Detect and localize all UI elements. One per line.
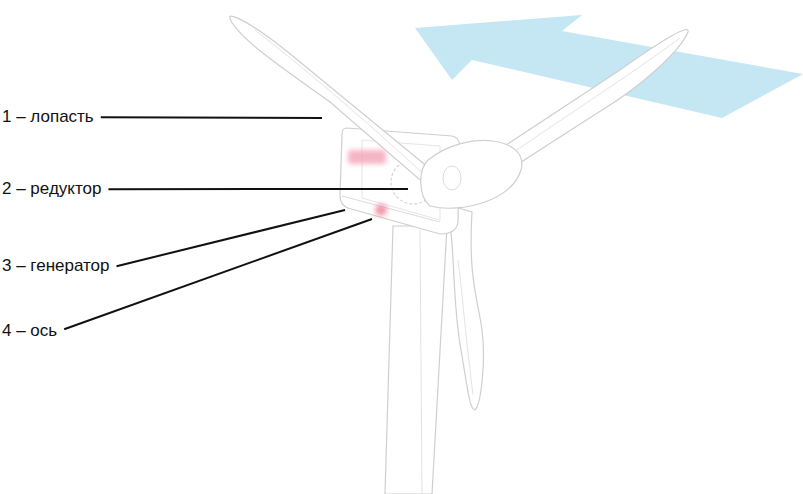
- leader-line: [64, 219, 372, 329]
- part-label: 3 – генератор: [2, 256, 110, 276]
- axle-mark: [375, 204, 387, 216]
- leader-line: [101, 116, 322, 119]
- spinner: [421, 140, 522, 208]
- blade-edge: [255, 30, 430, 180]
- blade-edge: [458, 260, 473, 395]
- hub: [443, 166, 461, 190]
- part-label: 2 – редуктор: [2, 179, 101, 199]
- part-label: 4 – ось: [2, 321, 57, 341]
- tower-seam: [420, 230, 422, 494]
- part-label: 1 – лопасть: [2, 107, 94, 127]
- leader-line: [117, 210, 345, 266]
- tower: [385, 226, 447, 494]
- blade: [448, 205, 483, 410]
- generator: [348, 150, 386, 164]
- blade: [230, 16, 446, 192]
- leader-line: [108, 188, 408, 190]
